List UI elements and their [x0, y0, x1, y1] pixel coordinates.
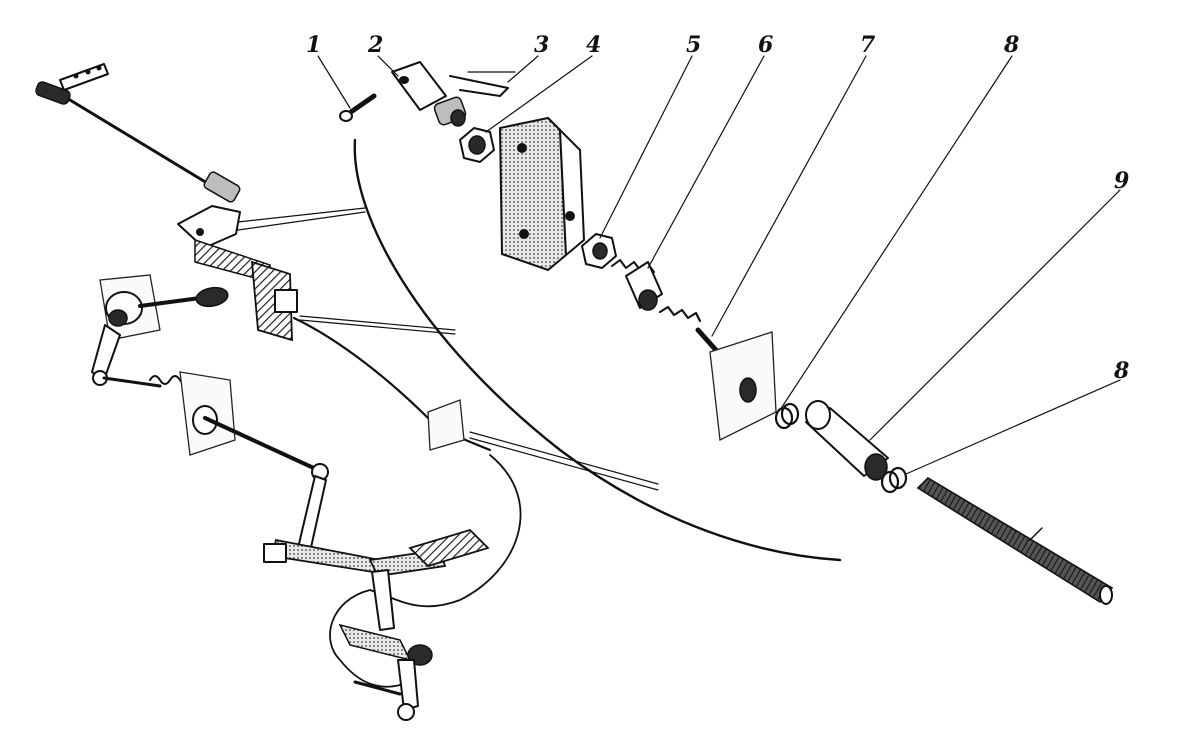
part-7-cable-end	[658, 305, 777, 441]
part-1-pin	[339, 93, 377, 122]
callout-8-lower: 8	[1113, 358, 1129, 384]
mounting-plate	[498, 116, 585, 272]
leader-line	[299, 315, 456, 331]
upper-rod-assembly	[35, 63, 241, 203]
cable-sheet	[427, 399, 465, 451]
callout-8-top: 8	[1003, 32, 1019, 58]
leader-line	[237, 207, 366, 223]
pedal-bracket	[177, 205, 298, 342]
callout-2: 2	[367, 32, 383, 58]
knurled-rod	[916, 476, 1114, 605]
hand-lever	[91, 274, 229, 386]
part-4-nut	[459, 127, 495, 163]
callout-1: 1	[306, 32, 321, 58]
part-5-nut	[581, 233, 617, 269]
leader-line	[469, 437, 659, 491]
leader-line	[469, 431, 659, 485]
leader-line	[237, 211, 366, 231]
callout-4: 4	[586, 32, 601, 58]
leader-line	[299, 319, 456, 335]
callout-9: 9	[1114, 168, 1129, 194]
callout-6: 6	[758, 32, 773, 58]
cutaway-curve-outer	[353, 138, 842, 562]
callout-3: 3	[534, 32, 549, 58]
part-3-cotter-pin	[449, 71, 516, 97]
part-6-adjuster	[611, 259, 663, 311]
part-8-clip-a	[774, 402, 800, 430]
return-spring-rod	[102, 371, 329, 481]
pedal-linkage	[263, 475, 490, 721]
part-2-clevis	[391, 61, 467, 127]
callout-7: 7	[860, 32, 876, 58]
callout-leaders	[317, 55, 1121, 475]
callout-5: 5	[686, 32, 701, 58]
part-8-clip-b	[880, 466, 908, 494]
part-9-sleeve	[805, 400, 889, 481]
